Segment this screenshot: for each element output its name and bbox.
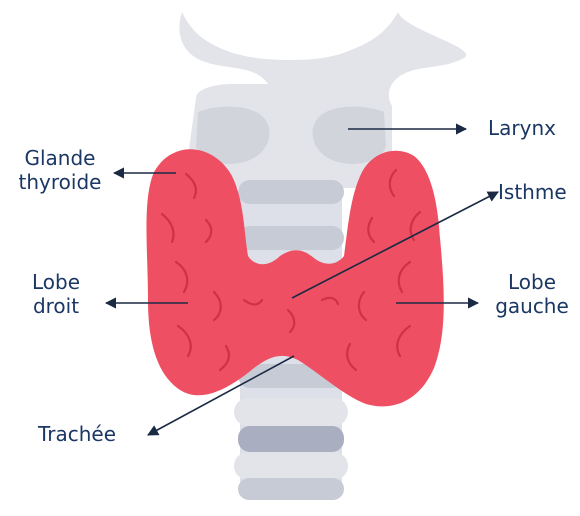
label-glande-thyroide: Glande thyroide xyxy=(14,146,106,194)
label-lobe-gauche: Lobe gauche xyxy=(488,270,576,318)
label-lobe-gauche-line2: gauche xyxy=(488,294,576,318)
label-lobe-gauche-line1: Lobe xyxy=(488,270,576,294)
larynx-cartilage xyxy=(179,12,466,188)
label-glande-line2: thyroide xyxy=(14,170,106,194)
label-trachee-text: Trachée xyxy=(38,422,116,446)
label-lobe-droit-line1: Lobe xyxy=(20,270,92,294)
label-glande-line1: Glande xyxy=(14,146,106,170)
label-lobe-droit-line2: droit xyxy=(20,294,92,318)
label-larynx-text: Larynx xyxy=(488,116,556,140)
label-isthme-text: Isthme xyxy=(498,180,567,204)
label-isthme: Isthme xyxy=(498,180,567,204)
label-lobe-droit: Lobe droit xyxy=(20,270,92,318)
label-larynx: Larynx xyxy=(488,116,556,140)
label-trachee: Trachée xyxy=(38,422,116,446)
